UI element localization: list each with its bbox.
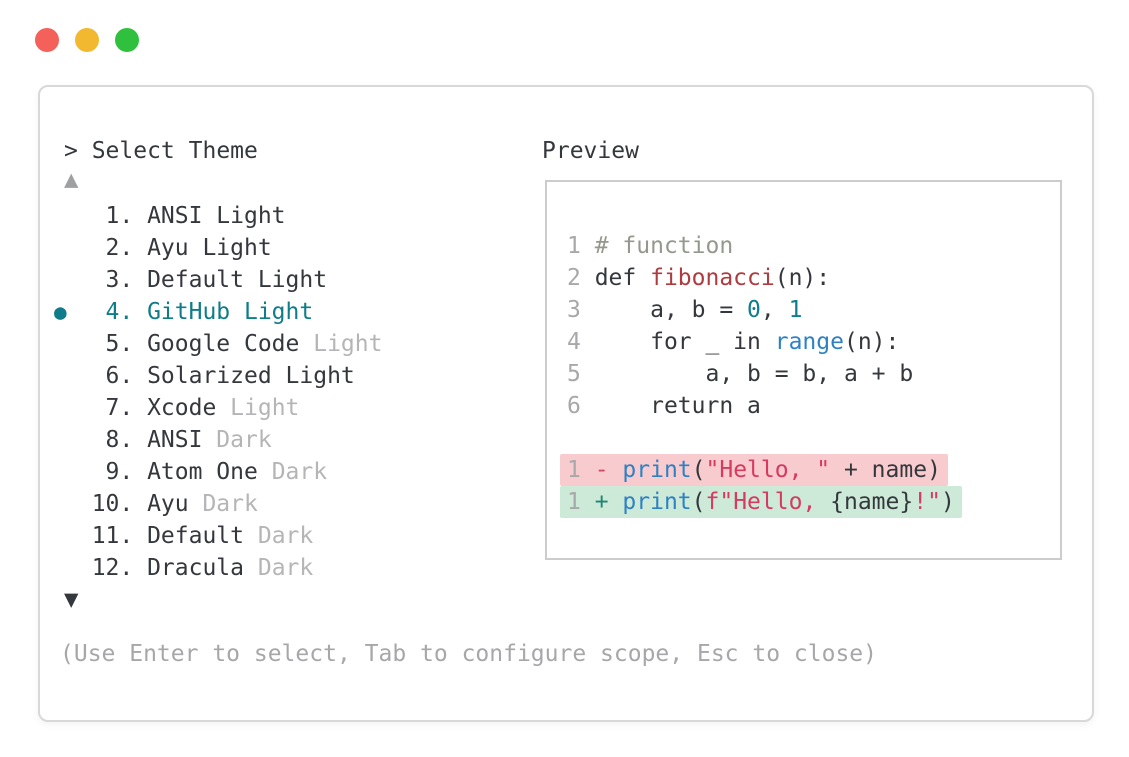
close-button[interactable]	[35, 28, 59, 52]
scroll-down-icon[interactable]: ▼	[64, 585, 79, 613]
code-token-plain: + name)	[830, 457, 941, 483]
code-token-plain: (	[691, 457, 706, 483]
theme-item-variant: Light	[313, 331, 383, 357]
theme-list-item[interactable]: 6. Solarized Light	[40, 360, 530, 392]
code-token-plain: )	[940, 489, 955, 515]
theme-item-variant: Dark	[257, 555, 314, 581]
theme-list-item[interactable]: 12. Dracula Dark	[40, 552, 530, 584]
theme-list-item[interactable]: 3. Default Light	[40, 264, 530, 296]
theme-item-variant: Dark	[271, 459, 328, 485]
theme-item-name: Default Light	[147, 267, 328, 293]
select-theme-prompt: > Select Theme	[64, 138, 258, 164]
theme-item-number: 3.	[105, 267, 134, 293]
theme-item-name: Atom One	[147, 459, 258, 485]
code-token-string: !"	[913, 489, 941, 515]
code-line	[567, 422, 962, 454]
code-token-plain: (n):	[843, 329, 900, 355]
code-token-add: +	[594, 489, 623, 515]
minimize-button[interactable]	[75, 28, 99, 52]
code-token-string: "Hello, "	[705, 457, 831, 483]
theme-item-name: Ayu Light	[147, 235, 272, 261]
theme-list-item[interactable]: 9. Atom One Dark	[40, 456, 530, 488]
theme-item-number: 4.	[105, 299, 134, 325]
code-token-plain: (n):	[774, 265, 831, 291]
code-token-number: 0	[747, 297, 761, 323]
line-number: 4	[567, 329, 595, 355]
code-token-comment: # function	[594, 233, 734, 259]
code-line: 6 return a	[567, 390, 962, 422]
code-line: 3 a, b = 0, 1	[567, 294, 962, 326]
scroll-up-icon[interactable]: ▲	[64, 165, 79, 193]
line-number: 3	[567, 297, 595, 323]
theme-item-name: ANSI	[147, 427, 203, 453]
theme-item-number: 7.	[105, 395, 134, 421]
line-number: 5	[567, 361, 595, 387]
code-token-plain: return a	[594, 393, 761, 419]
theme-item-number: 12.	[91, 555, 134, 581]
theme-item-number: 11.	[91, 523, 134, 549]
selected-bullet-icon: ●	[54, 300, 67, 324]
theme-item-variant: Dark	[202, 491, 258, 517]
code-line: 2 def fibonacci(n):	[567, 262, 962, 294]
theme-list-item[interactable]: 8. ANSI Dark	[40, 424, 530, 456]
code-line: 4 for _ in range(n):	[567, 326, 962, 358]
theme-item-number: 8.	[105, 427, 134, 453]
theme-item-name: Default	[147, 523, 244, 549]
code-token-call: range	[774, 329, 844, 355]
theme-item-number: 2.	[105, 235, 134, 261]
code-token-plain: {name}	[830, 489, 914, 515]
code-token-del: -	[594, 457, 623, 483]
code-token-plain: (	[691, 489, 706, 515]
zoom-button[interactable]	[115, 28, 139, 52]
theme-list-item[interactable]: 7. Xcode Light	[40, 392, 530, 424]
theme-list-item[interactable]: 10. Ayu Dark	[40, 488, 530, 520]
theme-item-name: ANSI Light	[147, 203, 286, 229]
code-token-number: 1	[788, 297, 803, 323]
line-number: 1	[567, 489, 595, 515]
theme-item-number: 9.	[105, 459, 134, 485]
code-token-plain: a, b =	[594, 297, 748, 323]
diff-added-line: 1 + print(f"Hello, {name}!")	[560, 486, 962, 518]
theme-list-item[interactable]: 11. Default Dark	[40, 520, 530, 552]
theme-list: 1. ANSI Light 2. Ayu Light 3. Default Light ● 4…	[40, 200, 530, 584]
theme-item-number: 10.	[91, 491, 134, 517]
code-token-plain: ,	[760, 297, 789, 323]
theme-item-variant: Dark	[216, 427, 272, 453]
diff-removed-line: 1 - print("Hello, " + name)	[560, 454, 962, 486]
theme-item-variant: Dark	[257, 523, 314, 549]
code-token-func: fibonacci	[650, 265, 775, 291]
line-number: 2	[567, 265, 595, 291]
theme-list-item[interactable]: 2. Ayu Light	[40, 232, 530, 264]
window-controls	[35, 28, 139, 52]
code-token-call: print	[622, 489, 692, 515]
theme-item-name: Dracula	[147, 555, 244, 581]
code-token-plain: for _ in	[594, 329, 775, 355]
theme-item-variant: Light	[230, 395, 300, 421]
theme-list-item[interactable]: 5. Google Code Light	[40, 328, 530, 360]
footer-hint: (Use Enter to select, Tab to configure s…	[60, 641, 877, 667]
theme-list-item[interactable]: 1. ANSI Light	[40, 200, 530, 232]
theme-item-name: GitHub Light	[147, 299, 314, 325]
theme-item-number: 5.	[105, 331, 134, 357]
preview-label: Preview	[542, 138, 639, 164]
code-line: 1 # function	[567, 230, 962, 262]
theme-item-number: 1.	[105, 203, 134, 229]
code-line: 5 a, b = b, a + b	[567, 358, 962, 390]
code-token-plain: a, b = b, a + b	[594, 361, 914, 387]
theme-item-name: Solarized Light	[147, 363, 355, 389]
line-number: 6	[567, 393, 595, 419]
theme-list-item[interactable]: ● 4. GitHub Light	[40, 296, 530, 328]
line-number: 1	[567, 457, 595, 483]
theme-item-name: Xcode	[147, 395, 217, 421]
theme-picker-window: > Select Theme Preview ▲ 1. ANSI Light 2. A…	[38, 85, 1094, 722]
code-token-plain: def	[594, 265, 651, 291]
theme-item-name: Google Code	[147, 331, 300, 357]
theme-item-number: 6.	[105, 363, 134, 389]
code-token-call: print	[622, 457, 692, 483]
theme-item-name: Ayu	[147, 491, 189, 517]
code-token-string: f"Hello,	[705, 489, 831, 515]
line-number: 1	[567, 233, 595, 259]
